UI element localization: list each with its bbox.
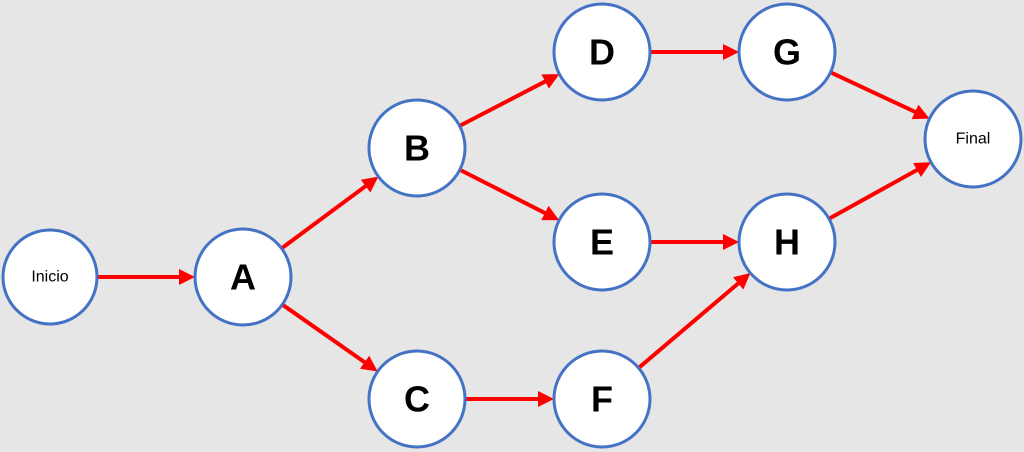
edge-C-F [465,391,554,407]
arrowhead-icon [360,176,379,193]
node-h: H [737,192,837,292]
node-label: F [591,379,613,420]
node-a: A [193,227,293,327]
edge-E-H [650,234,739,250]
edge-F-H [637,273,751,370]
node-f: F [552,349,652,449]
edge-A-C [281,302,378,372]
node-circle [552,192,652,292]
arrowhead-icon [913,162,932,178]
node-label: C [404,379,430,420]
node-circle [552,2,652,102]
edge-D-G [650,44,739,60]
edge-G-final [829,70,930,120]
edge-line [281,302,368,366]
node-circle [193,227,293,327]
arrowhead-icon [541,205,560,221]
edge-inicio-A [97,269,195,285]
node-final: Final [923,89,1023,189]
node-b: B [367,98,467,198]
node-circle [737,192,837,292]
node-circle [552,349,652,449]
arrowhead-icon [541,74,560,89]
node-circle [367,349,467,449]
arrowhead-icon [733,273,751,290]
node-label: Inicio [31,269,68,286]
node-label: D [589,32,615,73]
edges-layer [97,44,932,407]
node-circle [1,228,99,326]
edge-line [458,78,548,128]
arrowhead-icon [360,355,378,372]
node-inicio: Inicio [1,228,99,326]
edge-A-B [280,176,379,251]
edge-line [637,280,742,370]
edge-H-final [828,162,932,221]
node-label: B [404,128,430,169]
arrowhead-icon [538,391,554,407]
arrowhead-icon [723,44,739,60]
node-label: E [590,222,614,263]
edge-line [828,167,920,221]
node-d: D [552,2,652,102]
edge-B-E [458,167,560,221]
node-e: E [552,192,652,292]
edge-line [829,70,918,115]
arrowhead-icon [911,104,930,120]
node-label: Final [956,131,991,148]
arrowhead-icon [723,234,739,250]
node-label: G [773,32,801,73]
node-g: G [737,2,837,102]
node-circle [367,98,467,198]
arrowhead-icon [179,269,195,285]
edge-line [280,183,369,251]
node-circle [923,89,1023,189]
node-circle [737,2,837,102]
node-label: A [230,257,256,298]
node-label: H [774,222,800,263]
edge-line [458,167,548,216]
node-c: C [367,349,467,449]
edge-B-D [458,74,560,128]
